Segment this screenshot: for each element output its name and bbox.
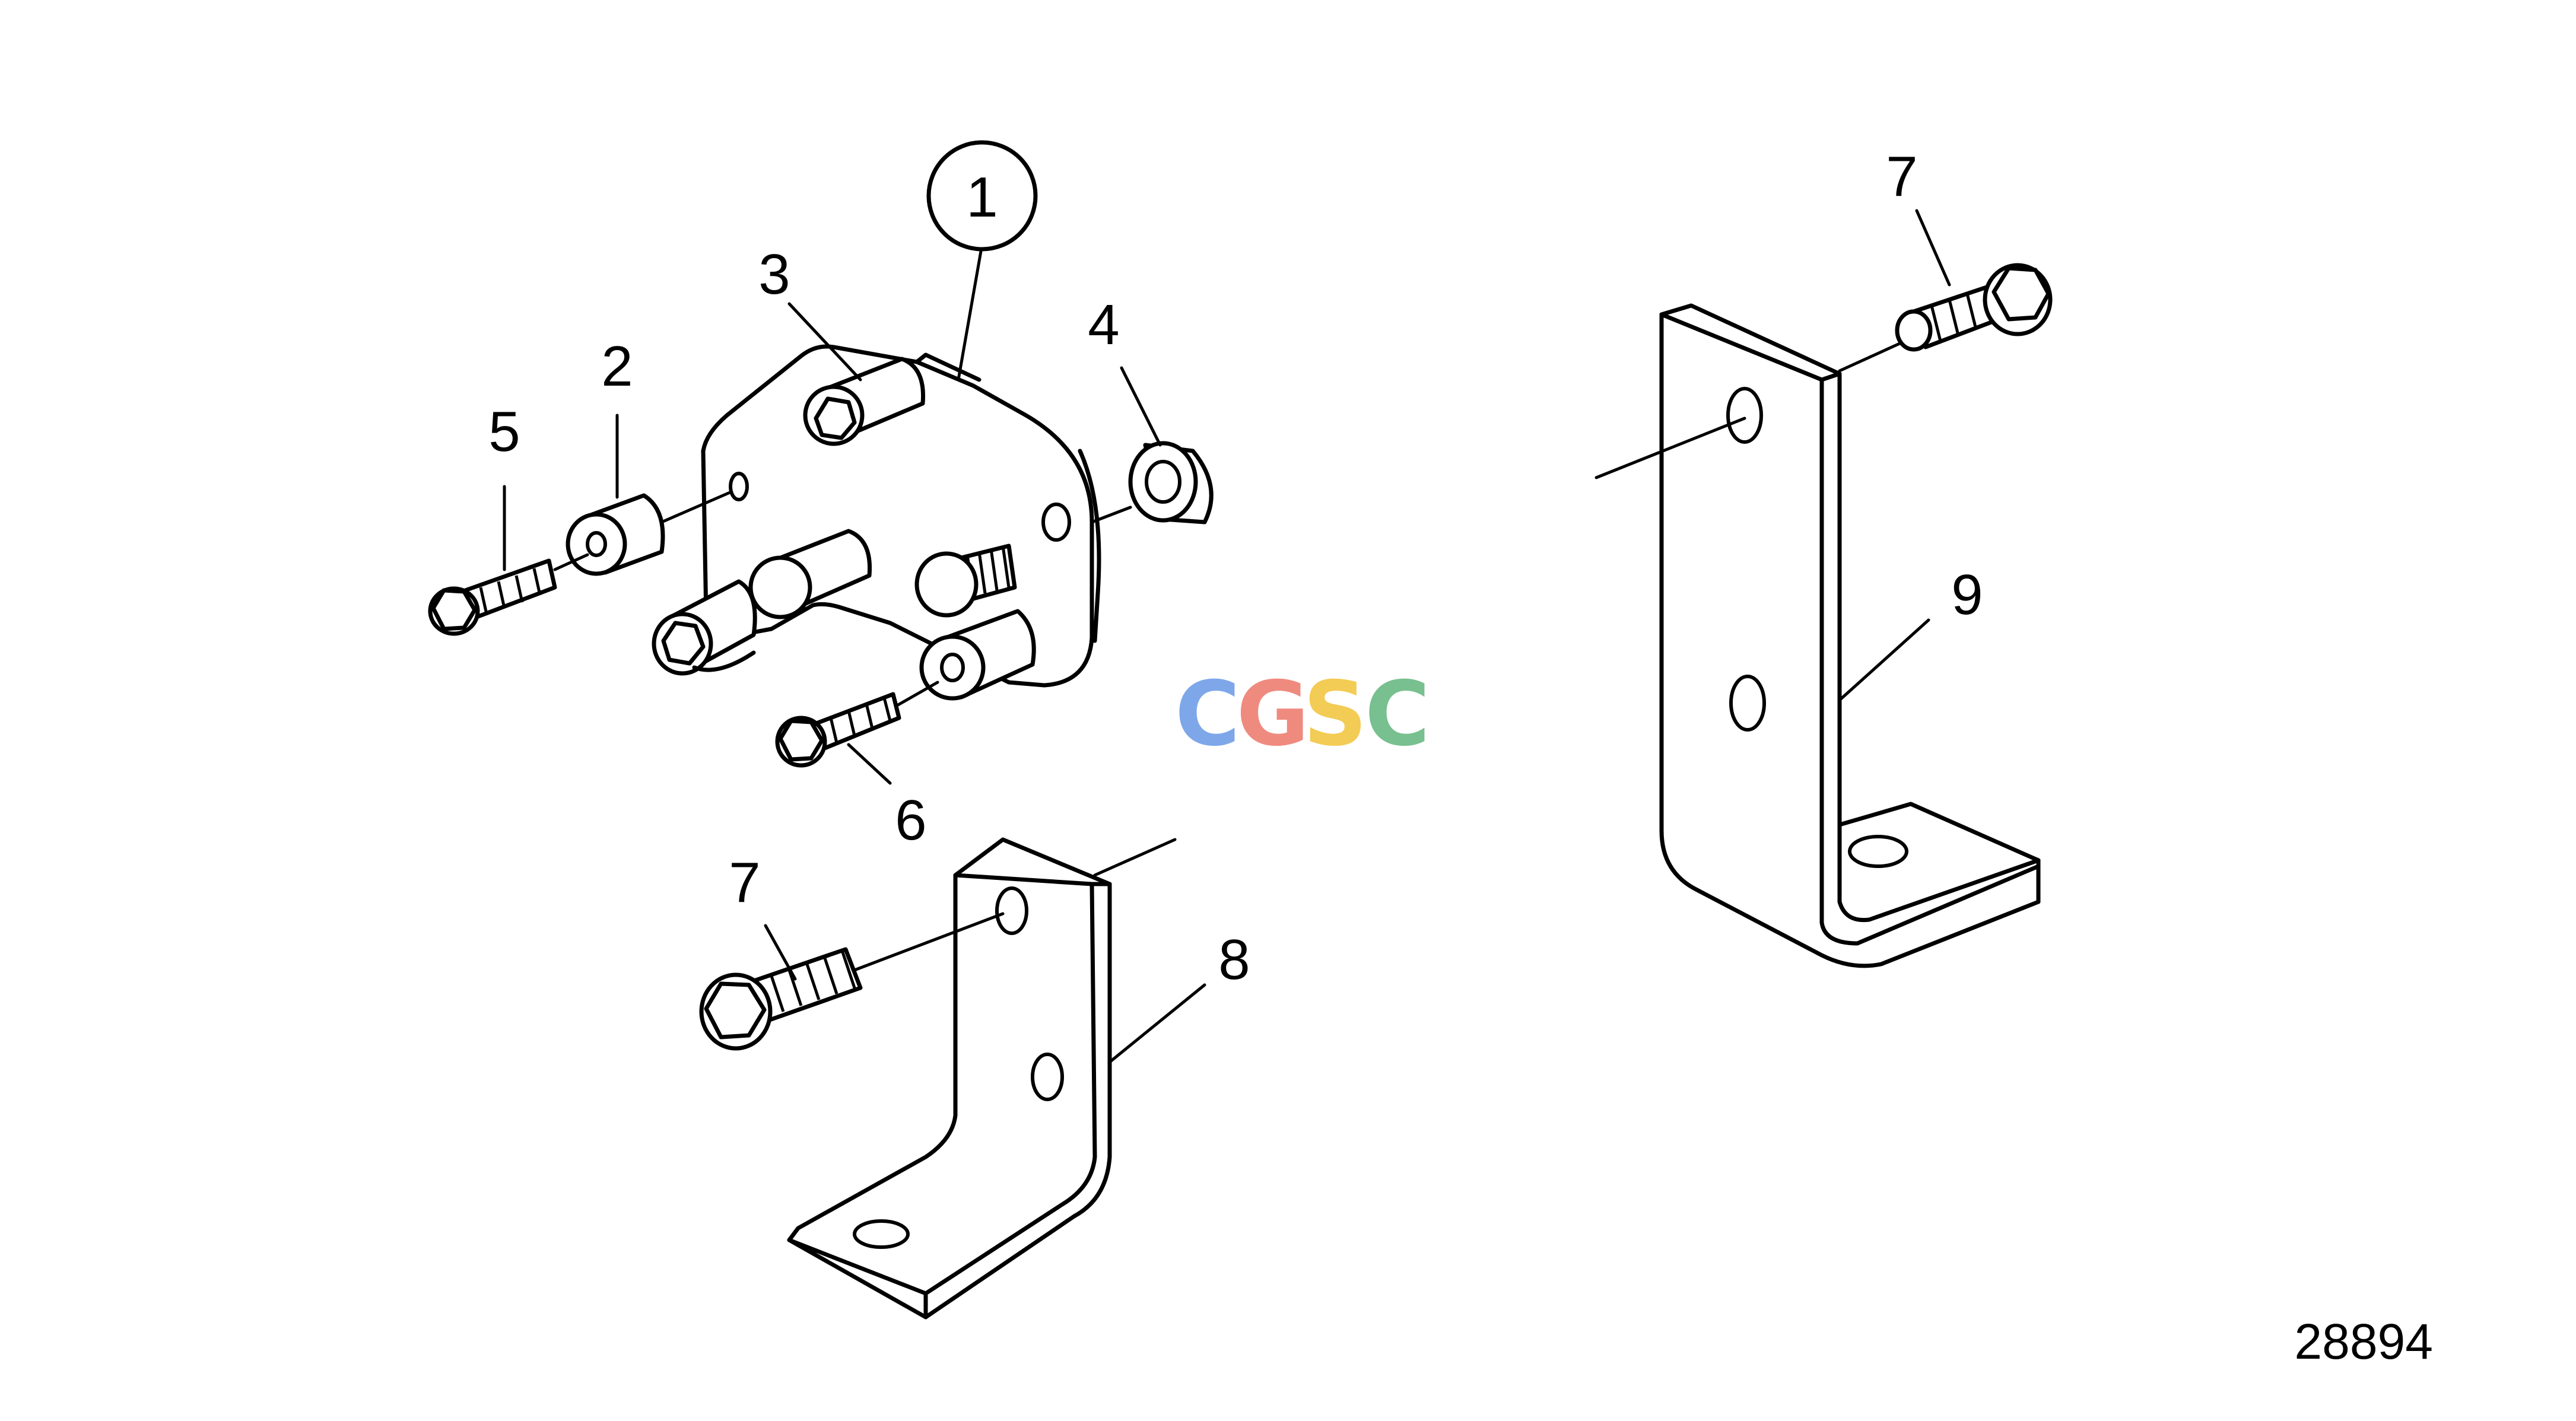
callout-9-label: 9 [1951, 563, 1983, 627]
callout-4-label: 4 [1088, 293, 1119, 357]
bracket-8-front [787, 837, 1112, 1320]
watermark-letter: C [1175, 663, 1240, 766]
callout-2-label: 2 [601, 335, 633, 398]
standoff-lower-left [652, 529, 872, 676]
callout-7-upper-label: 7 [1886, 145, 1917, 208]
bolt-7-lower [699, 912, 1005, 1051]
callout-1-label: 1 [966, 166, 998, 229]
washer-4 [1090, 366, 1214, 524]
callout-6-label: 6 [895, 789, 926, 852]
callout-8-label: 8 [1218, 928, 1250, 991]
bolt-6 [775, 681, 939, 785]
mounting-plate-assembly [652, 243, 1101, 701]
callout-3-label: 3 [758, 243, 790, 306]
bracket-9-front [1659, 303, 2041, 968]
stud-bolt [914, 543, 1017, 618]
callout-1: 1 [926, 140, 1038, 252]
callout-7-lower-label: 7 [729, 851, 760, 914]
watermark-logo: C G S C [1175, 663, 1430, 766]
watermark-letter: C [1365, 663, 1430, 766]
watermark-letter: S [1303, 663, 1367, 766]
bolt-5 [428, 485, 589, 636]
figure-reference-number: 28894 [2294, 1314, 2433, 1369]
spacer-2 [566, 414, 732, 576]
bracket-9 [1594, 303, 2041, 968]
callout-5-label: 5 [488, 400, 520, 463]
standoff-upper [803, 357, 926, 446]
bolt-7-upper [1895, 209, 2053, 352]
bracket-8 [787, 837, 1206, 1320]
watermark-letter: G [1236, 663, 1309, 766]
